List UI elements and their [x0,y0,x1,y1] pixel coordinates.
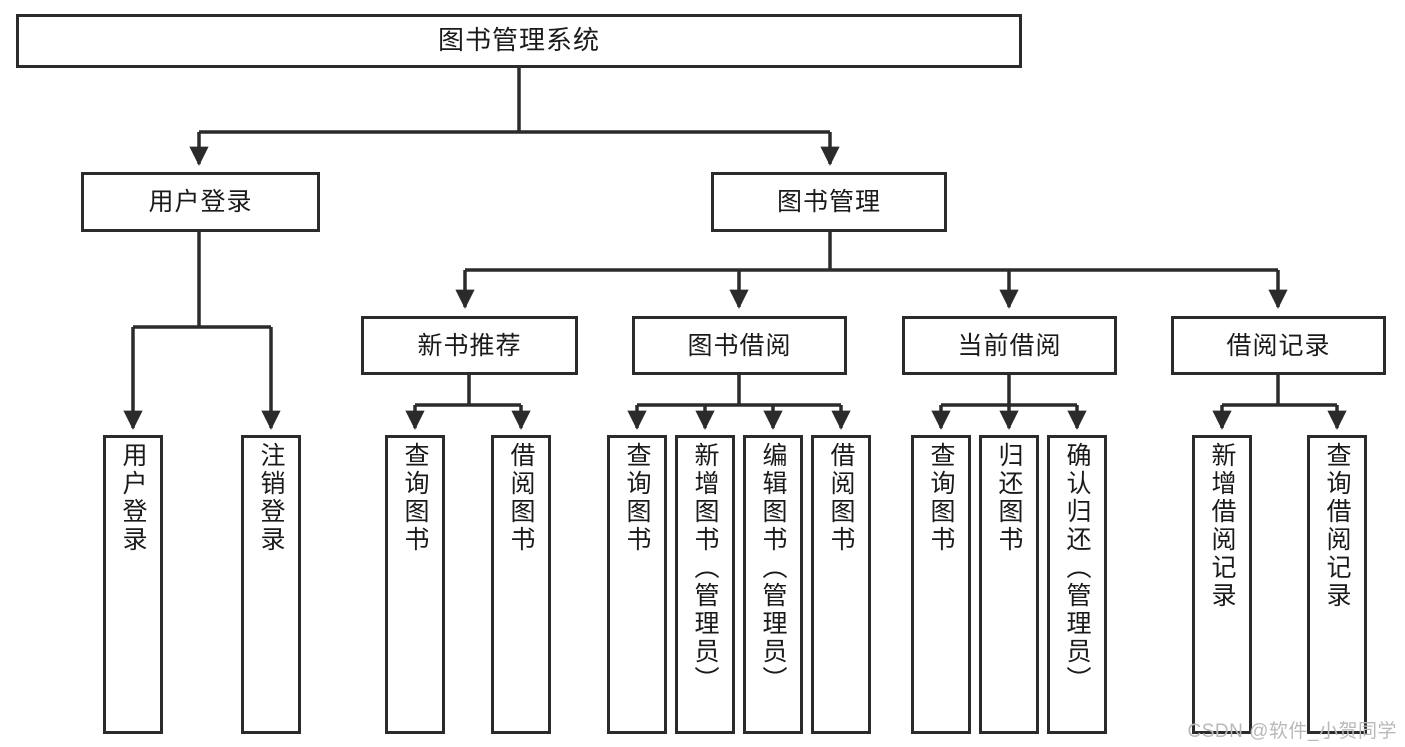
leaf-label: 新增借阅记录 [1208,442,1236,610]
leaf-label: 注销登录 [257,442,285,554]
leaf-label: 查询图书 [927,442,955,554]
node-new-book-recommend[interactable]: 新书推荐 [361,316,578,375]
csdn-watermark: CSDN @软件_小贺同学 [1187,721,1397,742]
leaf-label: 归还图书 [995,442,1023,554]
node-book-manage[interactable]: 图书管理 [711,172,947,232]
leaf-label: 查询图书 [401,442,429,554]
leaf-label: 用户登录 [119,442,147,554]
node-leaf-add-borrow-record[interactable]: 新增借阅记录 [1192,435,1252,734]
node-leaf-edit-book-admin[interactable]: 编辑图书（管理员） [743,435,803,734]
node-leaf-query-book-current[interactable]: 查询图书 [911,435,971,734]
leaf-label: 借阅图书 [507,442,535,554]
node-leaf-query-book-borrow[interactable]: 查询图书 [607,435,667,734]
node-current-borrow[interactable]: 当前借阅 [902,316,1117,375]
node-leaf-add-book-admin[interactable]: 新增图书（管理员） [675,435,735,734]
node-leaf-query-borrow-record[interactable]: 查询借阅记录 [1307,435,1367,734]
leaf-label: 查询图书 [623,442,651,554]
node-root-system[interactable]: 图书管理系统 [16,14,1022,68]
leaf-label: 查询借阅记录 [1323,442,1351,610]
leaf-label: 借阅图书 [827,442,855,554]
node-leaf-logout[interactable]: 注销登录 [241,435,301,734]
node-leaf-confirm-return-admin[interactable]: 确认归还（管理员） [1047,435,1107,734]
node-book-borrow[interactable]: 图书借阅 [632,316,847,375]
node-user-login[interactable]: 用户登录 [81,172,320,232]
node-leaf-return-book[interactable]: 归还图书 [979,435,1039,734]
node-leaf-user-login[interactable]: 用户登录 [103,435,163,734]
node-borrow-record[interactable]: 借阅记录 [1171,316,1386,375]
leaf-label: 新增图书（管理员） [691,442,719,694]
node-leaf-borrow-book[interactable]: 借阅图书 [811,435,871,734]
node-leaf-query-book-recommend[interactable]: 查询图书 [385,435,445,734]
leaf-label: 确认归还（管理员） [1063,442,1091,694]
leaf-label: 编辑图书（管理员） [759,442,787,694]
node-leaf-borrow-book-recommend[interactable]: 借阅图书 [491,435,551,734]
